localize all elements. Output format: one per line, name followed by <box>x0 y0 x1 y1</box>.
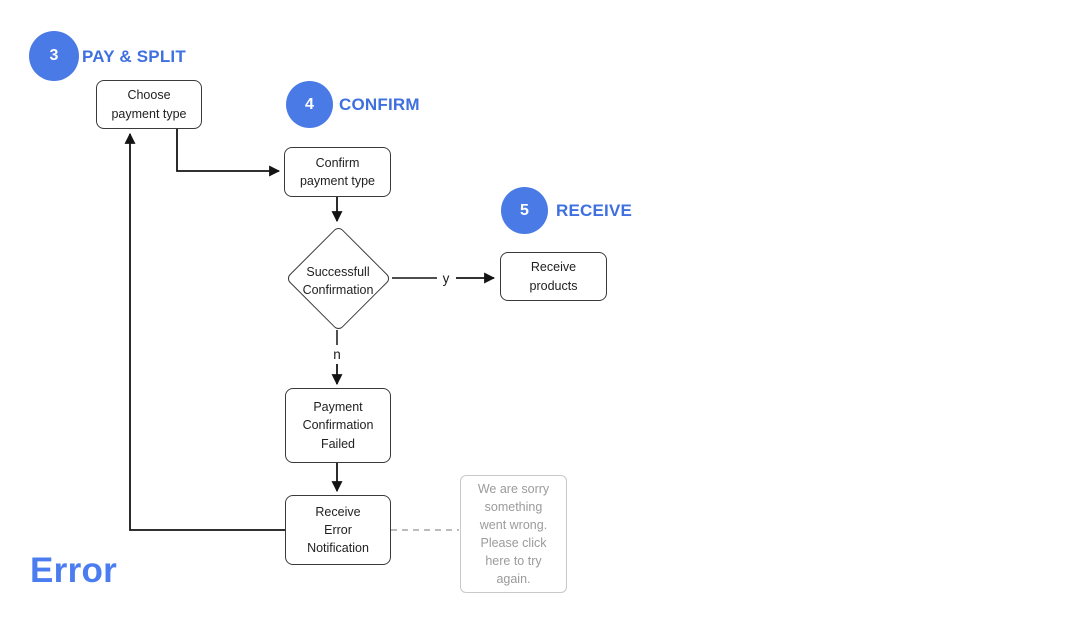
node-confirm-payment-type: Confirm payment type <box>284 147 391 197</box>
step-number: 3 <box>49 47 59 64</box>
step-badge-3: 3 <box>29 31 79 81</box>
step-badge-5: 5 <box>501 187 548 234</box>
step-number: 5 <box>520 201 529 219</box>
step-label-receive: RECEIVE <box>556 201 633 220</box>
edge-label-yes: y <box>442 271 450 286</box>
step-badge-4: 4 <box>286 81 333 128</box>
node-receive-error-notification: Receive Error Notification <box>285 495 391 565</box>
error-tooltip: We are sorry something went wrong. Pleas… <box>460 475 567 593</box>
step-label-pay-split: PAY & SPLIT <box>82 47 186 66</box>
step-label-confirm: CONFIRM <box>339 95 420 114</box>
error-heading: Error <box>30 551 118 590</box>
node-payment-confirmation-failed: Payment Confirmation Failed <box>285 388 391 463</box>
node-receive-products: Receive products <box>500 252 607 301</box>
step-number: 4 <box>305 95 314 113</box>
edge-choose-to-confirm <box>176 129 281 177</box>
edge-error-loop-to-choose <box>124 132 285 531</box>
node-choose-payment-type: Choose payment type <box>96 80 202 129</box>
node-successful-confirmation: Successfull Confirmation <box>302 265 374 298</box>
edge-label-no: n <box>333 347 341 362</box>
